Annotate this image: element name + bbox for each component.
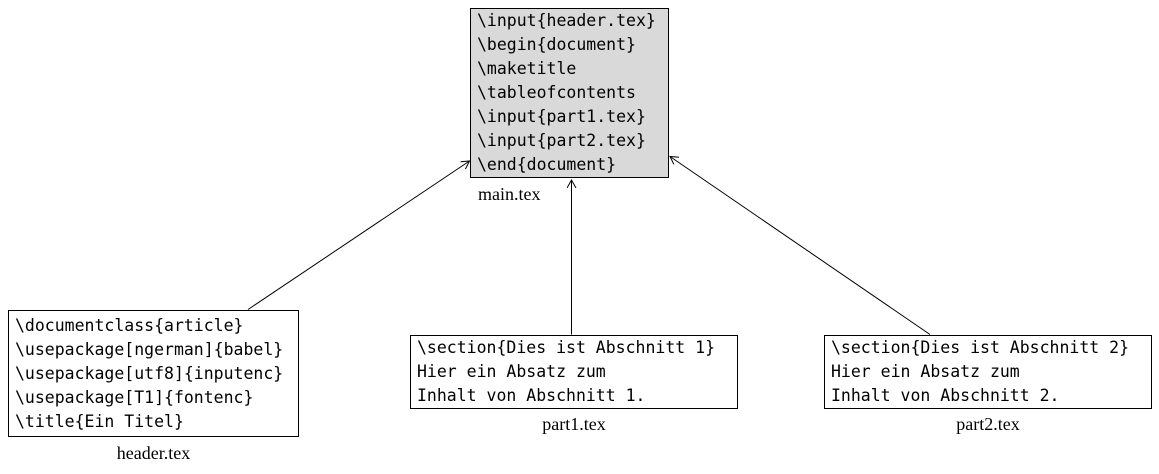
code-line: \begin{document} <box>477 35 636 54</box>
code-line: \tableofcontents <box>477 83 636 102</box>
part1-tex-box: \section{Dies ist Abschnitt 1} Hier ein … <box>410 335 738 409</box>
part2-tex-label: part2.tex <box>956 414 1020 434</box>
code-line: Hier ein Absatz zum <box>831 362 1020 381</box>
part1-tex-label: part1.tex <box>542 414 606 434</box>
code-line: \usepackage[T1]{fontenc} <box>15 387 254 407</box>
edge-part2-to-main <box>670 157 931 335</box>
code-line: \end{document} <box>477 155 617 174</box>
header-tex-label: header.tex <box>116 443 191 463</box>
code-line: \usepackage[utf8]{inputenc} <box>15 363 284 383</box>
edge-header-to-main <box>247 161 470 310</box>
main-tex-box: \input{header.tex} \begin{document} \mak… <box>470 8 669 178</box>
code-line: \input{part1.tex} <box>477 107 646 126</box>
code-line: \documentclass{article} <box>15 315 244 335</box>
code-line: Hier ein Absatz zum <box>417 362 606 381</box>
code-line: Inhalt von Abschnitt 2. <box>831 386 1060 405</box>
header-tex-box: \documentclass{article} \usepackage[nger… <box>8 310 299 437</box>
code-line: \title{Ein Titel} <box>15 411 184 431</box>
code-line: \section{Dies ist Abschnitt 1} <box>417 338 716 357</box>
code-line: Inhalt von Abschnitt 1. <box>417 386 646 405</box>
code-line: \input{header.tex} <box>477 11 656 30</box>
code-line: \input{part2.tex} <box>477 131 646 150</box>
main-tex-label: main.tex <box>478 184 541 204</box>
part2-tex-box: \section{Dies ist Abschnitt 2} Hier ein … <box>824 335 1152 409</box>
code-line: \maketitle <box>477 59 577 78</box>
code-line: \section{Dies ist Abschnitt 2} <box>831 338 1130 357</box>
code-line: \usepackage[ngerman]{babel} <box>15 339 284 359</box>
